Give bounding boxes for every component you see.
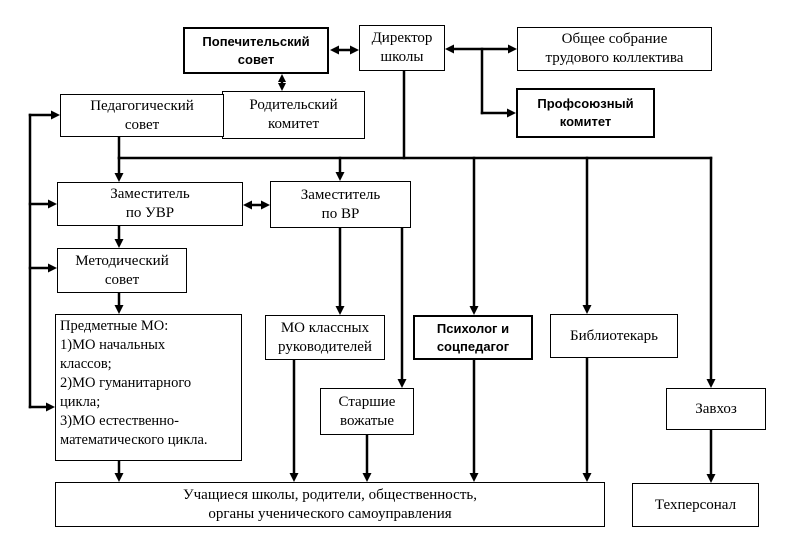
arrowhead bbox=[582, 305, 592, 314]
arrowhead bbox=[46, 402, 55, 412]
librarian-box: Библиотекарь bbox=[550, 314, 678, 358]
class-mo-box: МО классных руководителей bbox=[265, 315, 385, 360]
arrowhead bbox=[278, 74, 286, 82]
arrowhead bbox=[362, 473, 372, 482]
subject-mo-box: Предметные МО: 1)МО начальных классов; 2… bbox=[55, 314, 242, 461]
trustees-council-label: Попечительский совет bbox=[202, 33, 310, 67]
arrowhead bbox=[48, 263, 57, 273]
methodical-council-label: Методический совет bbox=[75, 252, 169, 288]
arrowhead bbox=[51, 110, 60, 120]
deputy-uvr-label: Заместитель по УВР bbox=[110, 186, 190, 221]
arrowhead bbox=[445, 44, 454, 54]
arrowhead bbox=[114, 473, 124, 482]
arrowhead bbox=[508, 44, 517, 54]
arrowhead bbox=[335, 306, 345, 315]
deputy-vr-label: Заместитель по ВР bbox=[300, 186, 381, 222]
senior-leaders-box: Старшие вожатые bbox=[320, 388, 414, 435]
students-community-box: Учащиеся школы, родители, общественность… bbox=[55, 482, 605, 527]
arrowhead bbox=[507, 108, 516, 118]
students-community-label: Учащиеся школы, родители, общественность… bbox=[183, 486, 477, 522]
pedagogical-council-box: Педагогический совет bbox=[60, 94, 224, 137]
arrowhead bbox=[330, 45, 339, 55]
parents-committee-box: Родительский комитет bbox=[222, 91, 365, 139]
arrowhead bbox=[469, 473, 479, 482]
technical-staff-label: Техперсонал bbox=[654, 496, 737, 513]
general-meeting-label: Общее собрание трудового коллектива bbox=[545, 31, 684, 66]
class-mo-label: МО классных руководителей bbox=[278, 319, 372, 355]
methodical-council-box: Методический совет bbox=[57, 248, 187, 293]
arrowhead bbox=[114, 239, 124, 248]
arrowhead bbox=[397, 379, 407, 388]
director-label: Директор школы bbox=[371, 30, 433, 65]
senior-leaders-label: Старшие вожатые bbox=[338, 393, 396, 429]
technical-staff-box: Техперсонал bbox=[632, 483, 759, 527]
arrowhead bbox=[706, 379, 716, 388]
supply-manager-label: Завхоз bbox=[695, 400, 737, 417]
arrowhead bbox=[350, 45, 359, 55]
arrowhead bbox=[289, 473, 299, 482]
subject-mo-label: Предметные МО: 1)МО начальных классов; 2… bbox=[60, 318, 208, 448]
parents-committee-label: Родительский комитет bbox=[249, 97, 338, 132]
arrowhead bbox=[48, 199, 57, 209]
trustees-council-box: Попечительский совет bbox=[183, 27, 329, 74]
arrowhead bbox=[278, 83, 286, 91]
psychologist-box: Психолог и соцпедагог bbox=[413, 315, 533, 360]
arrowhead bbox=[261, 200, 270, 210]
arrowhead bbox=[114, 305, 124, 314]
arrowhead bbox=[469, 306, 479, 315]
trade-union-box: Профсоюзный комитет bbox=[516, 88, 655, 138]
psychologist-label: Психолог и соцпедагог bbox=[436, 320, 510, 354]
deputy-vr-box: Заместитель по ВР bbox=[270, 181, 411, 228]
deputy-uvr-box: Заместитель по УВР bbox=[57, 182, 243, 226]
arrowhead bbox=[706, 474, 716, 483]
arrowhead bbox=[243, 200, 252, 210]
librarian-label: Библиотекарь bbox=[570, 327, 658, 344]
pedagogical-council-label: Педагогический совет bbox=[90, 97, 194, 133]
arrowhead bbox=[114, 173, 124, 182]
arrowhead bbox=[335, 172, 345, 181]
general-meeting-box: Общее собрание трудового коллектива bbox=[517, 27, 712, 71]
supply-manager-box: Завхоз bbox=[666, 388, 766, 430]
trade-union-label: Профсоюзный комитет bbox=[537, 96, 634, 129]
arrowhead bbox=[582, 473, 592, 482]
director-box: Директор школы bbox=[359, 25, 445, 71]
